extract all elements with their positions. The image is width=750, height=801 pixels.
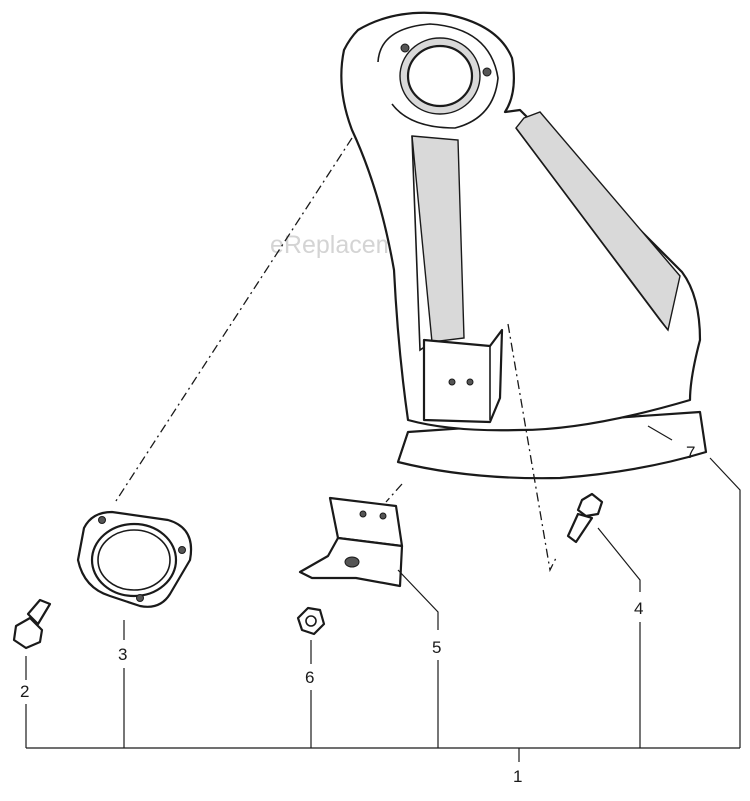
leader-lines: [25, 425, 741, 762]
bolt-part-4[interactable]: [566, 492, 604, 544]
callout-5: 5: [432, 638, 441, 657]
callout-7: 7: [686, 443, 695, 462]
assembly-lines: [113, 137, 557, 573]
callout-3: 3: [118, 645, 127, 664]
plate-part-3[interactable]: [76, 510, 193, 608]
callout-1: 1: [513, 767, 522, 786]
callout-labels: 7 4 5 6 3 2 1: [20, 443, 695, 786]
callout-4: 4: [634, 599, 643, 618]
blade-guard-part-7[interactable]: [340, 11, 708, 480]
callout-6: 6: [305, 668, 314, 687]
bolt-part-2[interactable]: [12, 598, 52, 650]
bracket-part-5[interactable]: [298, 496, 404, 588]
callout-2: 2: [20, 682, 29, 701]
nut-part-6[interactable]: [296, 606, 326, 636]
